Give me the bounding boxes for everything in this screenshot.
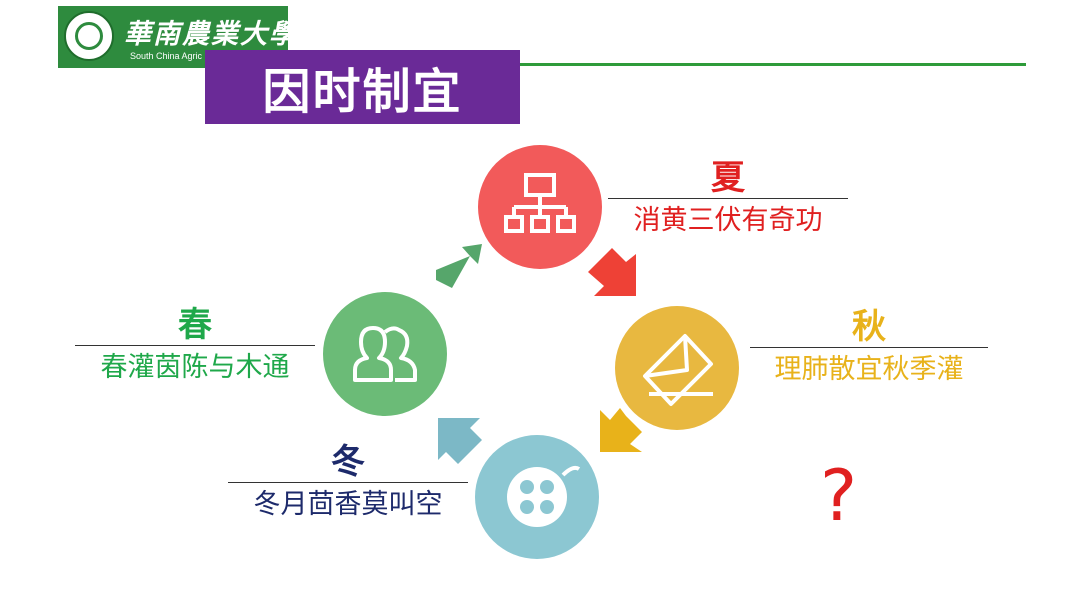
org-chart-icon (504, 173, 576, 233)
logo-chinese-name: 華南農業大學 (124, 19, 298, 50)
winter-circle (475, 435, 599, 559)
summer-circle (478, 145, 602, 269)
arrow-summer-to-autumn (588, 248, 636, 296)
university-seal-icon (64, 11, 114, 61)
season-winter: 冬 冬月茴香莫叫空 (228, 442, 468, 523)
spring-heading: 春 (178, 305, 212, 345)
autumn-heading: 秋 (852, 307, 886, 347)
film-reel-icon (507, 465, 581, 527)
autumn-divider (750, 347, 988, 348)
season-spring: 春 春灌茵陈与木通 (75, 305, 315, 386)
summer-heading: 夏 (711, 158, 745, 198)
users-icon (353, 326, 417, 382)
summer-text: 消黄三伏有奇功 (633, 205, 823, 236)
page-title: 因时制宜 (262, 64, 463, 120)
logo-english-name: South China Agric (130, 51, 203, 61)
arrow-autumn-to-winter (600, 408, 642, 452)
autumn-text: 理肺散宜秋季灌 (774, 354, 964, 385)
university-logo: 華南農業大學 South China Agric (58, 6, 296, 68)
autumn-circle (615, 306, 739, 430)
season-autumn: 秋 理肺散宜秋季灌 (750, 307, 988, 388)
question-mark: ? (820, 455, 858, 537)
envelope-icon (643, 334, 713, 406)
season-summer: 夏 消黄三伏有奇功 (608, 158, 848, 239)
arrow-spring-to-summer (436, 244, 482, 288)
summer-divider (608, 198, 848, 199)
arrow-winter-to-spring (438, 418, 482, 464)
spring-text: 春灌茵陈与木通 (100, 352, 290, 383)
spring-circle (323, 292, 447, 416)
winter-heading: 冬 (331, 442, 365, 482)
winter-text: 冬月茴香莫叫空 (253, 489, 443, 520)
title-banner: 因时制宜 (205, 50, 520, 124)
winter-divider (228, 482, 468, 483)
header-rule (288, 63, 1026, 66)
spring-divider (75, 345, 315, 346)
